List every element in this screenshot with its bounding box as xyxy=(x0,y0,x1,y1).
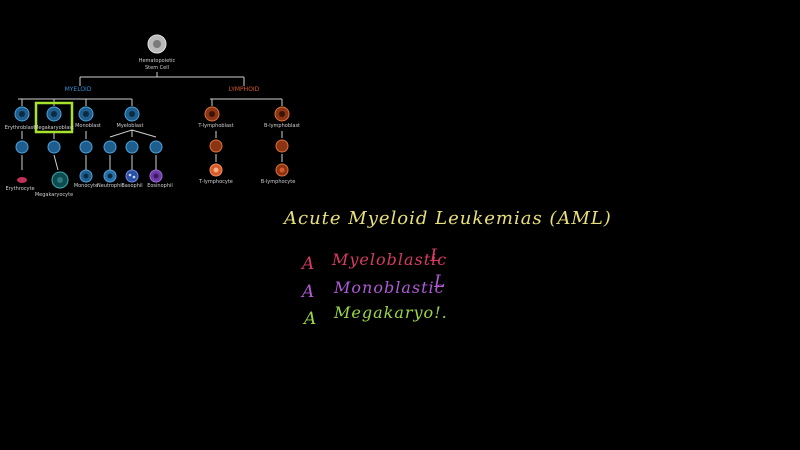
myeloid-connectors xyxy=(18,98,133,106)
erythrocyte-label: Erythrocyte xyxy=(5,186,34,192)
monocyte-node: Monocyte xyxy=(74,169,98,189)
myeloblast-node: Myeloblast xyxy=(117,106,144,129)
t-lymphocyte-node: T-lymphocyte xyxy=(198,163,233,185)
erythroblast-label: Erythroblast xyxy=(5,125,36,131)
lymphoid-connectors xyxy=(210,98,283,162)
b-lymphocyte-node: B-lymphocyte xyxy=(261,163,296,185)
b-lymphoblast-node: B-lymphoblast xyxy=(264,106,300,129)
stem-cell-label-2: Stem Cell xyxy=(145,65,169,71)
megakaryocyte-label: Megakaryocyte xyxy=(35,192,73,198)
b-cell-intermediate xyxy=(275,139,289,153)
neutrophil-node: Neutrophil xyxy=(97,169,123,189)
basophil-node: Basophil xyxy=(121,169,143,189)
megakaryocyte-node: Megakaryocyte xyxy=(35,171,73,198)
myeloblast-label: Myeloblast xyxy=(117,123,144,129)
t-cell-intermediate xyxy=(209,139,223,153)
b-lymphocyte-label: B-lymphocyte xyxy=(261,179,296,185)
myeloid-intermediate-cells xyxy=(15,140,163,154)
t-lymphoblast-node: T-lymphoblast xyxy=(197,106,234,129)
erythroblast-node: Erythroblast xyxy=(5,106,36,131)
erythrocyte-node: Erythrocyte xyxy=(5,177,35,192)
t-lymphoblast-label: T-lymphoblast xyxy=(197,123,233,129)
megakaryoblast-node: Megakaryoblast xyxy=(34,101,74,134)
monocyte-label: Monocyte xyxy=(74,183,98,189)
t-lymphocyte-label: T-lymphocyte xyxy=(198,179,233,185)
stem-cell-label-1: Hematopoietic xyxy=(139,58,176,64)
root-connectors xyxy=(79,72,245,86)
eosinophil-node: Eosinophil xyxy=(147,169,173,189)
myeloid-arrows xyxy=(21,129,157,139)
eosinophil-label: Eosinophil xyxy=(147,183,173,189)
megakaryoblast-label: Megakaryoblast xyxy=(34,125,74,131)
monoblast-label: Monoblast xyxy=(75,123,101,129)
stem-cell-node: Hematopoietic Stem Cell xyxy=(139,34,176,71)
neutrophil-label: Neutrophil xyxy=(97,183,123,189)
myeloid-mature-arrows xyxy=(21,154,157,171)
lymphoid-label: LYMPHOID xyxy=(229,86,260,93)
megakaryoblast-highlight-box xyxy=(34,101,74,134)
b-lymphoblast-label: B-lymphoblast xyxy=(264,123,300,129)
monoblast-node: Monoblast xyxy=(75,106,101,129)
myeloid-label: MYELOID xyxy=(65,86,92,93)
basophil-label: Basophil xyxy=(121,183,142,189)
